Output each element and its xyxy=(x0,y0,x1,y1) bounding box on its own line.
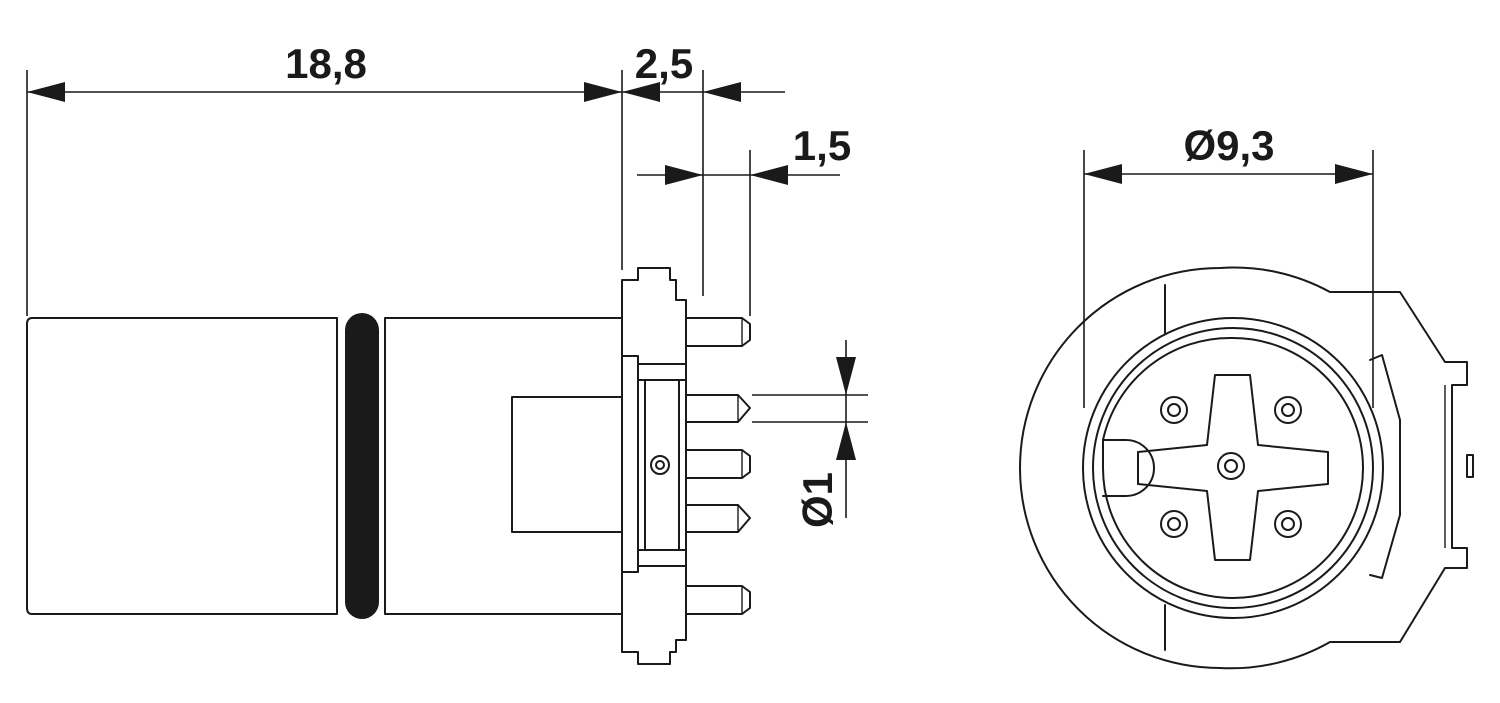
dimension-label-pin-protrusion: 1,5 xyxy=(793,122,851,169)
side-view: 18,8 2,5 1,5 Ø1 xyxy=(26,40,868,665)
pins xyxy=(685,317,751,615)
side-latch xyxy=(1466,454,1474,478)
contact-3 xyxy=(1160,510,1188,538)
inner-rectangle xyxy=(511,396,623,533)
flange-lower xyxy=(621,565,687,665)
o-ring xyxy=(345,313,379,619)
dimension-label-face-diameter: Ø9,3 xyxy=(1183,122,1274,169)
housing-left-section xyxy=(26,317,338,615)
housing-right-section xyxy=(384,317,623,615)
contact-2 xyxy=(1274,396,1302,424)
coding-key xyxy=(1369,354,1401,579)
dimension-label-overall-length: 18,8 xyxy=(285,40,367,87)
contact-4 xyxy=(1274,510,1302,538)
front-ring-inner xyxy=(1092,327,1374,609)
contacts xyxy=(1160,396,1302,538)
flange-hole xyxy=(650,455,670,475)
dimension-label-pin-diameter: Ø1 xyxy=(794,472,841,528)
front-view: Ø9,3 xyxy=(1019,122,1474,670)
contact-center xyxy=(1217,452,1245,480)
cross-insulator xyxy=(1137,374,1329,561)
pin-1 xyxy=(685,317,751,347)
dimension-pin-protrusion: 1,5 xyxy=(637,122,851,316)
dimension-face-diameter: Ø9,3 xyxy=(1083,122,1374,408)
dimension-flange-to-pin: 2,5 xyxy=(622,40,785,296)
pin-3 xyxy=(685,449,751,479)
flange xyxy=(621,267,687,365)
pin-4 xyxy=(685,504,751,533)
pin-2 xyxy=(685,394,751,423)
dimension-pin-diameter: Ø1 xyxy=(752,340,868,528)
dimension-label-flange-to-pin: 2,5 xyxy=(635,40,693,87)
dimension-overall-length: 18,8 xyxy=(26,40,623,316)
insert-face xyxy=(1102,336,1364,599)
front-ring-outer xyxy=(1082,317,1384,619)
contact-1 xyxy=(1160,396,1188,424)
front-housing-outline xyxy=(1019,266,1468,670)
pin-5 xyxy=(685,585,751,615)
